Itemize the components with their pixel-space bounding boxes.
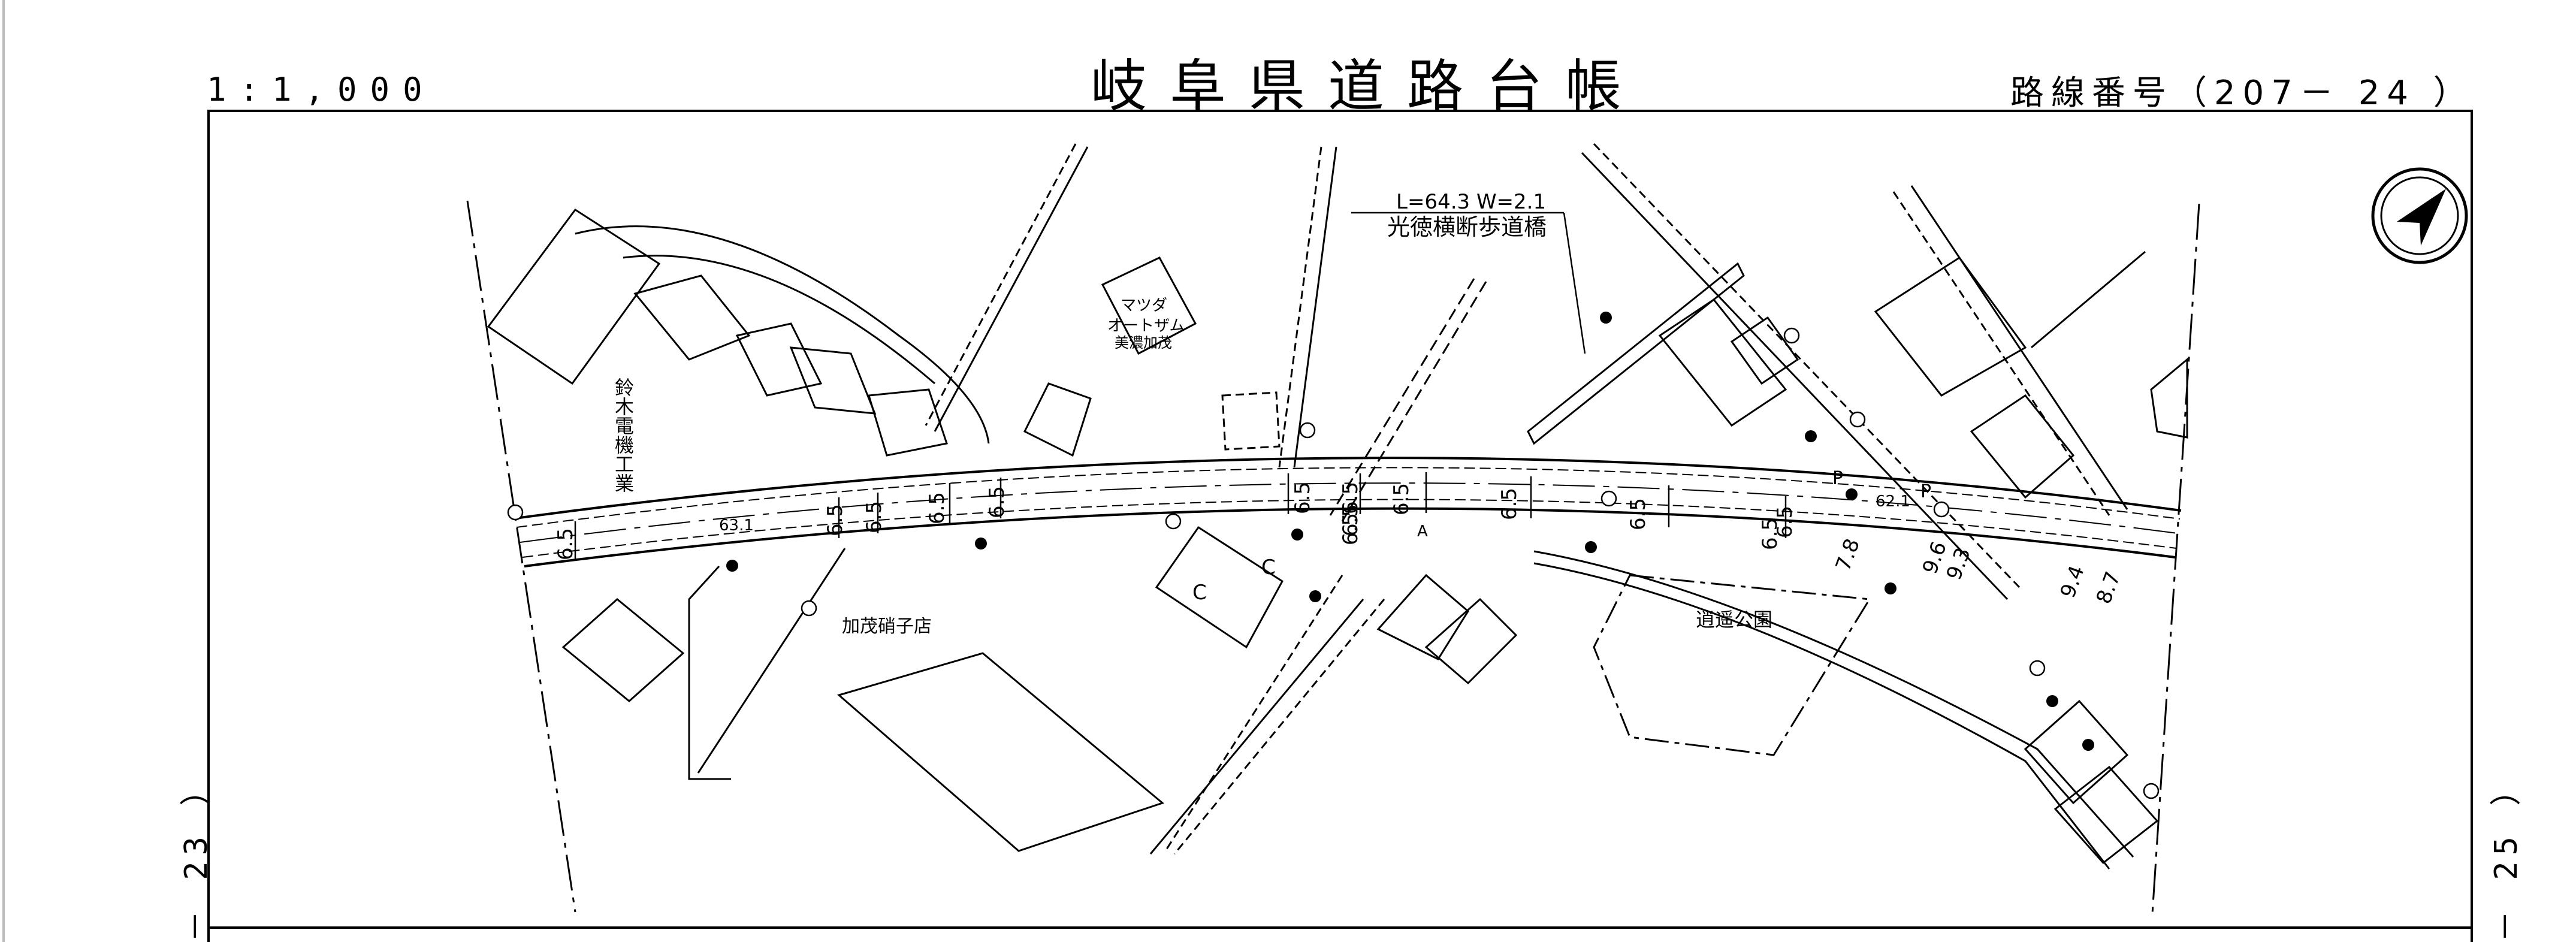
width-label: 7.8 [1831, 536, 1865, 574]
width-label: 6.5 [1390, 483, 1414, 515]
road-widths: 6.5 6.5 6.5 6.5 6.5 6.5 6.5 6.5 6.5 6.5 … [554, 482, 2125, 607]
sheet-boundaries [466, 200, 2200, 914]
bridge-name: 光徳横断歩道橋 [1387, 214, 1547, 240]
width-label: 6.5 [554, 528, 578, 560]
map-scale: 1:1,000 [207, 71, 436, 108]
kamo-glass-label: 加茂硝子店 [842, 616, 932, 637]
ref-letter-1: C [1261, 555, 1276, 579]
width-label: 6.5 [1758, 518, 1782, 550]
route-number: 路線番号（207－ 24 ） [2010, 74, 2474, 113]
ref-letter-4: P [1832, 468, 1843, 489]
width-label: 6.5 [1773, 506, 1797, 538]
page-title: 岐阜県道路台帳 [1091, 54, 1645, 119]
map-frame [207, 110, 2473, 942]
mazda-label-3: 美濃加茂 [1115, 334, 1172, 351]
mazda-label-2: オートザム [1107, 317, 1185, 335]
ref-letter-5: P [1920, 481, 1931, 502]
mazda-label-1: マツダ [1121, 297, 1167, 315]
mazda-building [1101, 256, 1197, 355]
width-label: 6.5 [1626, 498, 1650, 530]
width-label: 6.5 [823, 504, 847, 536]
utility-poles [726, 312, 2094, 751]
elevation-2: 62.1 [1876, 493, 1910, 511]
park-label: 逍遥公園 [1696, 608, 1772, 631]
north-arrow-icon [2371, 167, 2468, 264]
width-marks [574, 472, 1787, 560]
width-label: 6.5 [1339, 504, 1363, 536]
side-roads [575, 143, 2146, 869]
suzuki-label: 鈴木電機工業 [612, 378, 635, 493]
width-label: 6.5 [1339, 513, 1363, 545]
width-label: 6.5 [1497, 488, 1521, 520]
buildings [487, 208, 2188, 865]
elevation-1: 63.1 [719, 517, 754, 535]
bridge-dims: L=64.3 W=2.1 [1396, 190, 1546, 214]
width-label: 8.7 [2092, 569, 2125, 607]
width-label: 9.4 [2056, 563, 2089, 601]
main-road [515, 457, 2182, 567]
width-label: 6.5 [985, 486, 1009, 518]
width-label: 6.5 [1339, 482, 1363, 514]
ref-letter-3: A [1417, 523, 1428, 541]
park-boundary [1593, 574, 1871, 756]
ref-letter-2: C [1192, 581, 1207, 605]
width-label: 6.5 [925, 492, 949, 524]
signal-markers [507, 327, 2160, 799]
width-label: 6.5 [1291, 482, 1315, 514]
width-label: 6.5 [862, 501, 886, 533]
bridge-leader [1351, 212, 1586, 354]
